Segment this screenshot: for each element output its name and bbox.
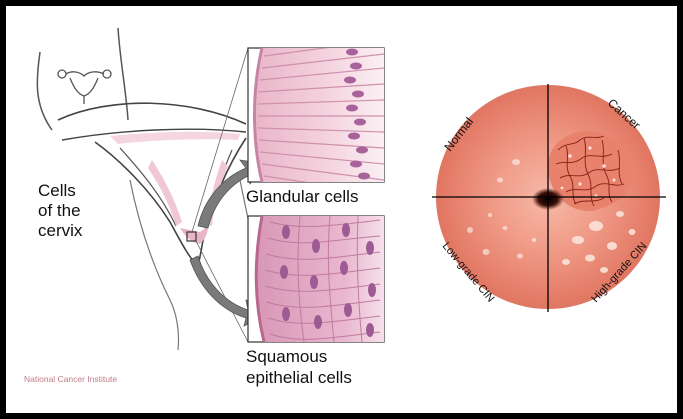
glandular-label: Glandular cells [246, 187, 358, 206]
glandular-cells-panel [248, 40, 384, 194]
cells-title-line2: of the [38, 201, 81, 220]
credit-text: National Cancer Institute [24, 374, 117, 384]
squamous-label-line2: epithelial cells [246, 368, 352, 387]
cells-title-line3: cervix [38, 221, 83, 240]
squamous-label-line1: Squamous [246, 347, 327, 366]
squamous-cells-panel [248, 216, 384, 342]
cells-title-line1: Cells [38, 181, 76, 200]
